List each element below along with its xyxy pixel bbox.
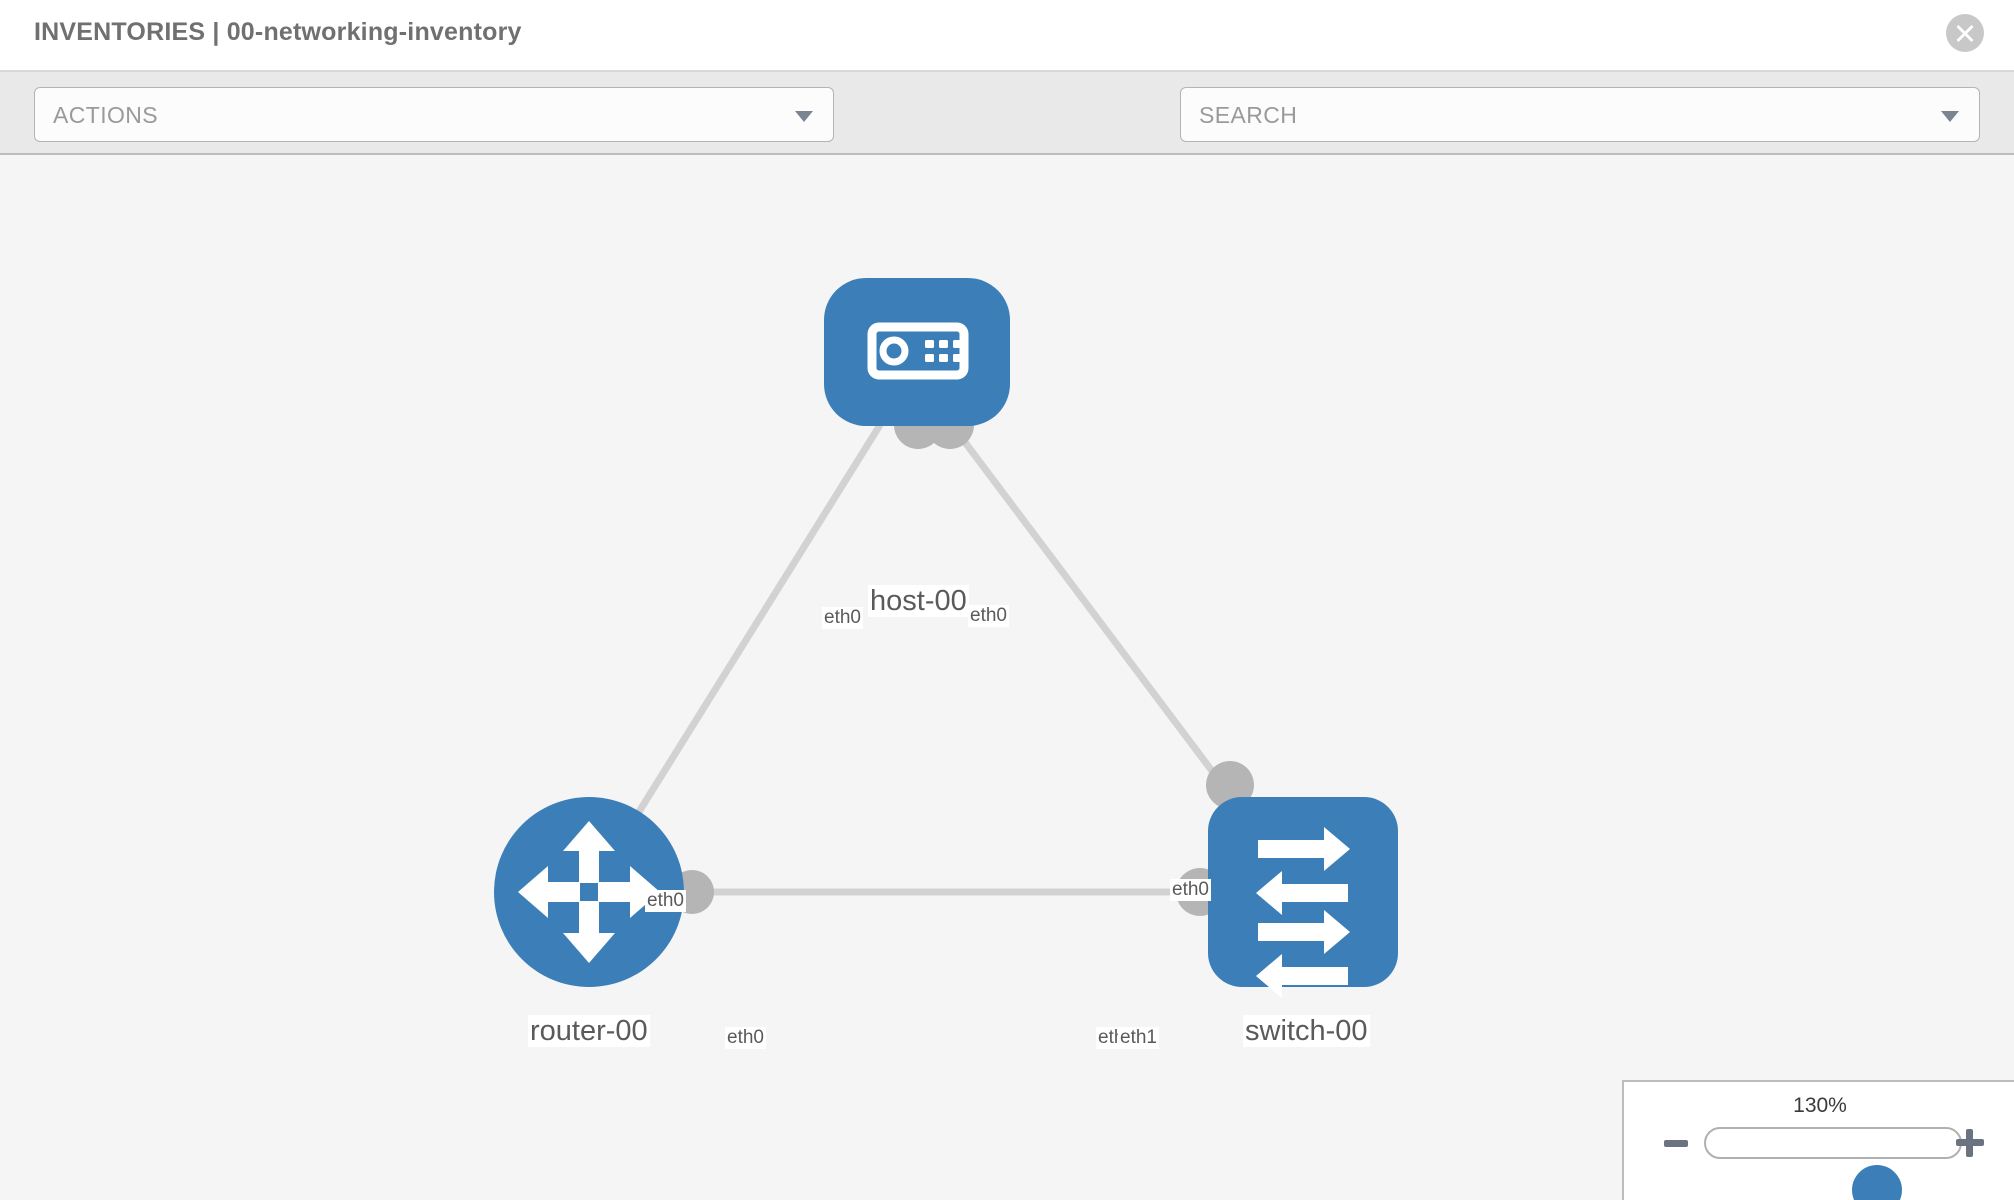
search-input[interactable]: SEARCH bbox=[1180, 87, 1980, 142]
interface-connectors bbox=[670, 401, 1254, 916]
topology-graph bbox=[494, 278, 1398, 998]
server-icon bbox=[867, 322, 969, 380]
edge-label-switch00-eth1: eth1 bbox=[1118, 1027, 1159, 1049]
edge-label-host00-eth0-left: eth0 bbox=[822, 607, 863, 629]
node-label-switch-00: switch-00 bbox=[1243, 1015, 1370, 1048]
page-header: INVENTORIES | 00-networking-inventory bbox=[0, 0, 2014, 70]
zoom-slider-handle[interactable] bbox=[1852, 1165, 1902, 1200]
edge-label-switch00-uplink-eth0: eth0 bbox=[1170, 879, 1211, 901]
zoom-out-button[interactable] bbox=[1664, 1140, 1688, 1147]
edge-label-router00-uplink-eth0: eth0 bbox=[645, 890, 686, 912]
node-label-host-00: host-00 bbox=[868, 585, 969, 618]
switch-icon bbox=[1256, 827, 1350, 998]
zoom-slider-track[interactable] bbox=[1704, 1127, 1962, 1200]
toolbar: ACTIONS SEARCH bbox=[0, 70, 2014, 203]
router-icon bbox=[518, 821, 660, 963]
node-host-00[interactable] bbox=[824, 278, 1010, 426]
edge-label-host00-eth0-right: eth0 bbox=[968, 605, 1009, 627]
actions-dropdown-label: ACTIONS bbox=[53, 102, 159, 128]
node-router-00[interactable] bbox=[494, 797, 684, 987]
close-icon[interactable] bbox=[1946, 14, 1984, 52]
zoom-control-panel: 130% bbox=[1622, 1080, 2014, 1200]
chevron-down-icon[interactable] bbox=[1941, 111, 1959, 122]
search-placeholder: SEARCH bbox=[1199, 102, 1298, 128]
chevron-down-icon bbox=[795, 111, 813, 122]
edge-label-router00-eth0: eth0 bbox=[725, 1027, 766, 1049]
zoom-in-button[interactable] bbox=[1956, 1129, 1984, 1157]
node-switch-00[interactable] bbox=[1208, 797, 1398, 998]
topology-canvas[interactable]: host-00 router-00 switch-00 eth0 eth0 et… bbox=[0, 155, 2014, 1200]
topology-edges bbox=[586, 422, 1306, 896]
zoom-percent-label: 130% bbox=[1793, 1094, 1847, 1117]
node-label-router-00: router-00 bbox=[528, 1015, 650, 1048]
page-title: INVENTORIES | 00-networking-inventory bbox=[34, 18, 522, 46]
actions-dropdown[interactable]: ACTIONS bbox=[34, 87, 834, 142]
